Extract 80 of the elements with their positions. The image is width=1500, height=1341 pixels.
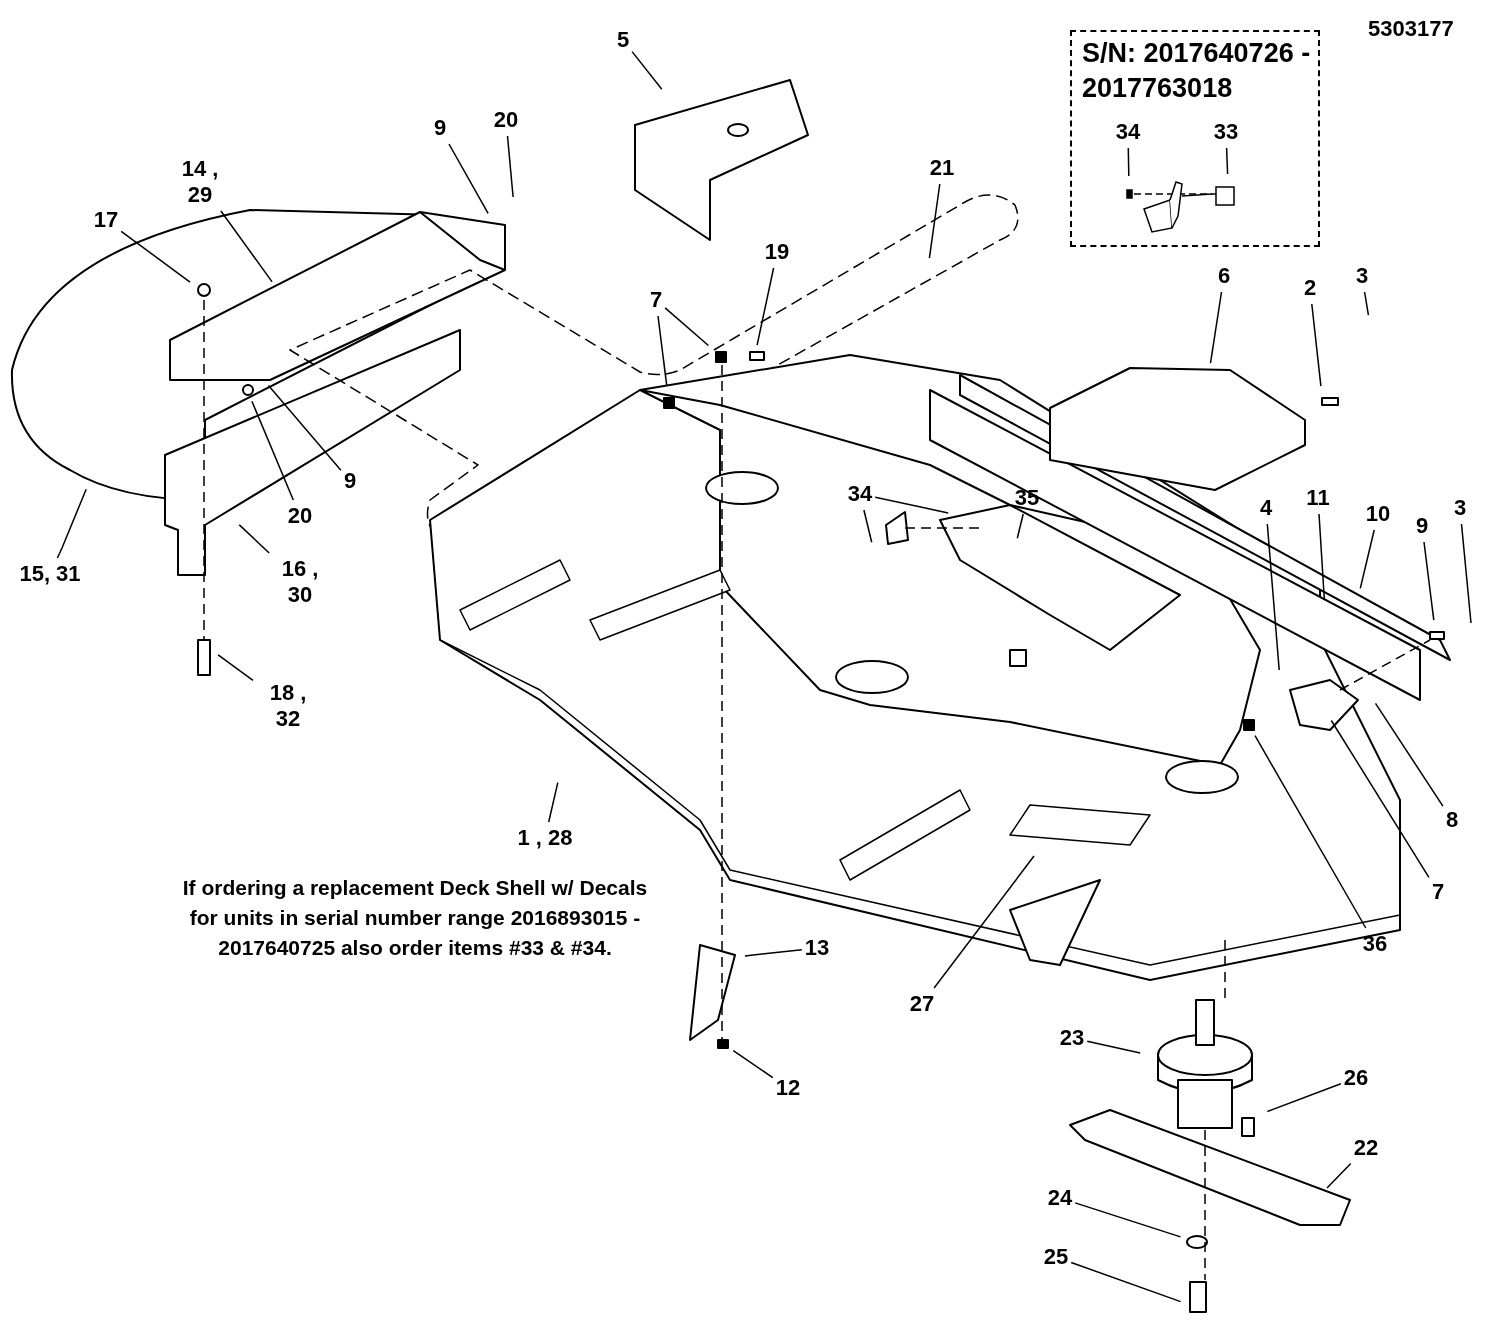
leader-line [56,488,87,559]
leader-line [933,855,1035,989]
callout-number: 13 [804,935,830,961]
callout-number: 4 [1259,495,1273,521]
leader-line [251,400,295,501]
leader-line [664,307,710,347]
leader-line [448,143,489,215]
callout-number: 25 [1043,1244,1069,1270]
callout-number: 15, 31 [18,561,82,587]
leader-line [1311,303,1322,387]
leader-line [657,315,668,386]
callout-number: 5 [616,27,630,53]
leader-line [1374,702,1444,807]
callout-number: 16 , 30 [268,556,332,608]
callout-number: 22 [1353,1135,1379,1161]
leader-line [1016,513,1024,540]
callout-number: 18 , 32 [256,680,320,732]
callout-number: 14 , 29 [168,156,232,208]
leader-line [1074,1202,1182,1238]
leader-line [217,654,254,682]
callout-number: 24 [1047,1185,1073,1211]
leader-line [1266,523,1280,671]
callout-number: 19 [764,239,790,265]
callout-number: 10 [1365,501,1391,527]
callout-number: 12 [775,1075,801,1101]
leader-line [874,496,949,514]
leader-line [744,948,803,957]
callout-number: 36 [1362,931,1388,957]
leader-line [1359,529,1375,590]
leader-line [267,384,342,472]
leader-line [547,781,559,823]
leader-line [1070,1261,1182,1303]
leader-line [631,50,663,90]
leader-line [220,210,273,283]
callout-number: 3 [1355,263,1369,289]
callout-number: 9 [433,115,447,141]
leader-line [1330,719,1430,879]
inset-panel [1070,30,1320,247]
callout-number: 7 [1431,879,1445,905]
leader-line [1266,1083,1342,1113]
leader-line [928,183,941,259]
leader-line [238,524,270,554]
leader-line [1209,291,1223,364]
leader-line [1423,541,1435,621]
leader-line [1318,513,1326,601]
leader-line [1363,291,1370,316]
serial-number-range: S/N: 2017640726 - 2017763018 [1082,37,1312,105]
callout-number: 7 [649,287,663,313]
callout-number: 21 [929,155,955,181]
callout-number: 2 [1303,275,1317,301]
leader-line [1225,147,1229,175]
callout-number: 1 , 28 [513,825,577,851]
leader-line [1326,1162,1352,1189]
leader-line [1254,734,1367,929]
callout-number: 9 [1415,513,1429,539]
callout-number: 20 [493,107,519,133]
leader-line [120,230,191,283]
callout-number: 33 [1213,119,1239,145]
leader-line [863,509,873,544]
leader-line [756,267,775,346]
callout-number: 6 [1217,263,1231,289]
callout-number: 9 [343,468,357,494]
leader-line [1086,1040,1141,1054]
callout-number: 26 [1343,1065,1369,1091]
leader-line [1127,147,1130,177]
leader-line [732,1049,774,1079]
callout-number: 8 [1445,807,1459,833]
callout-number: 11 [1306,485,1330,511]
callout-number: 27 [909,991,935,1017]
ordering-note: If ordering a replacement Deck Shell w/ Decals for units in serial number range 2016893015 - 2017640725 also order items #33 & #34. [181,875,649,961]
leader-line [1460,523,1472,624]
callout-number: 35 [1014,485,1040,511]
callout-number: 20 [287,503,313,529]
callout-number: 17 [93,207,119,233]
callout-number: 23 [1059,1025,1085,1051]
callout-number: 34 [1115,119,1141,145]
leader-line [506,135,514,198]
callout-number: 3 [1453,495,1467,521]
drawing-number: 5303177 [1368,15,1454,43]
callout-number: 34 [847,481,873,507]
